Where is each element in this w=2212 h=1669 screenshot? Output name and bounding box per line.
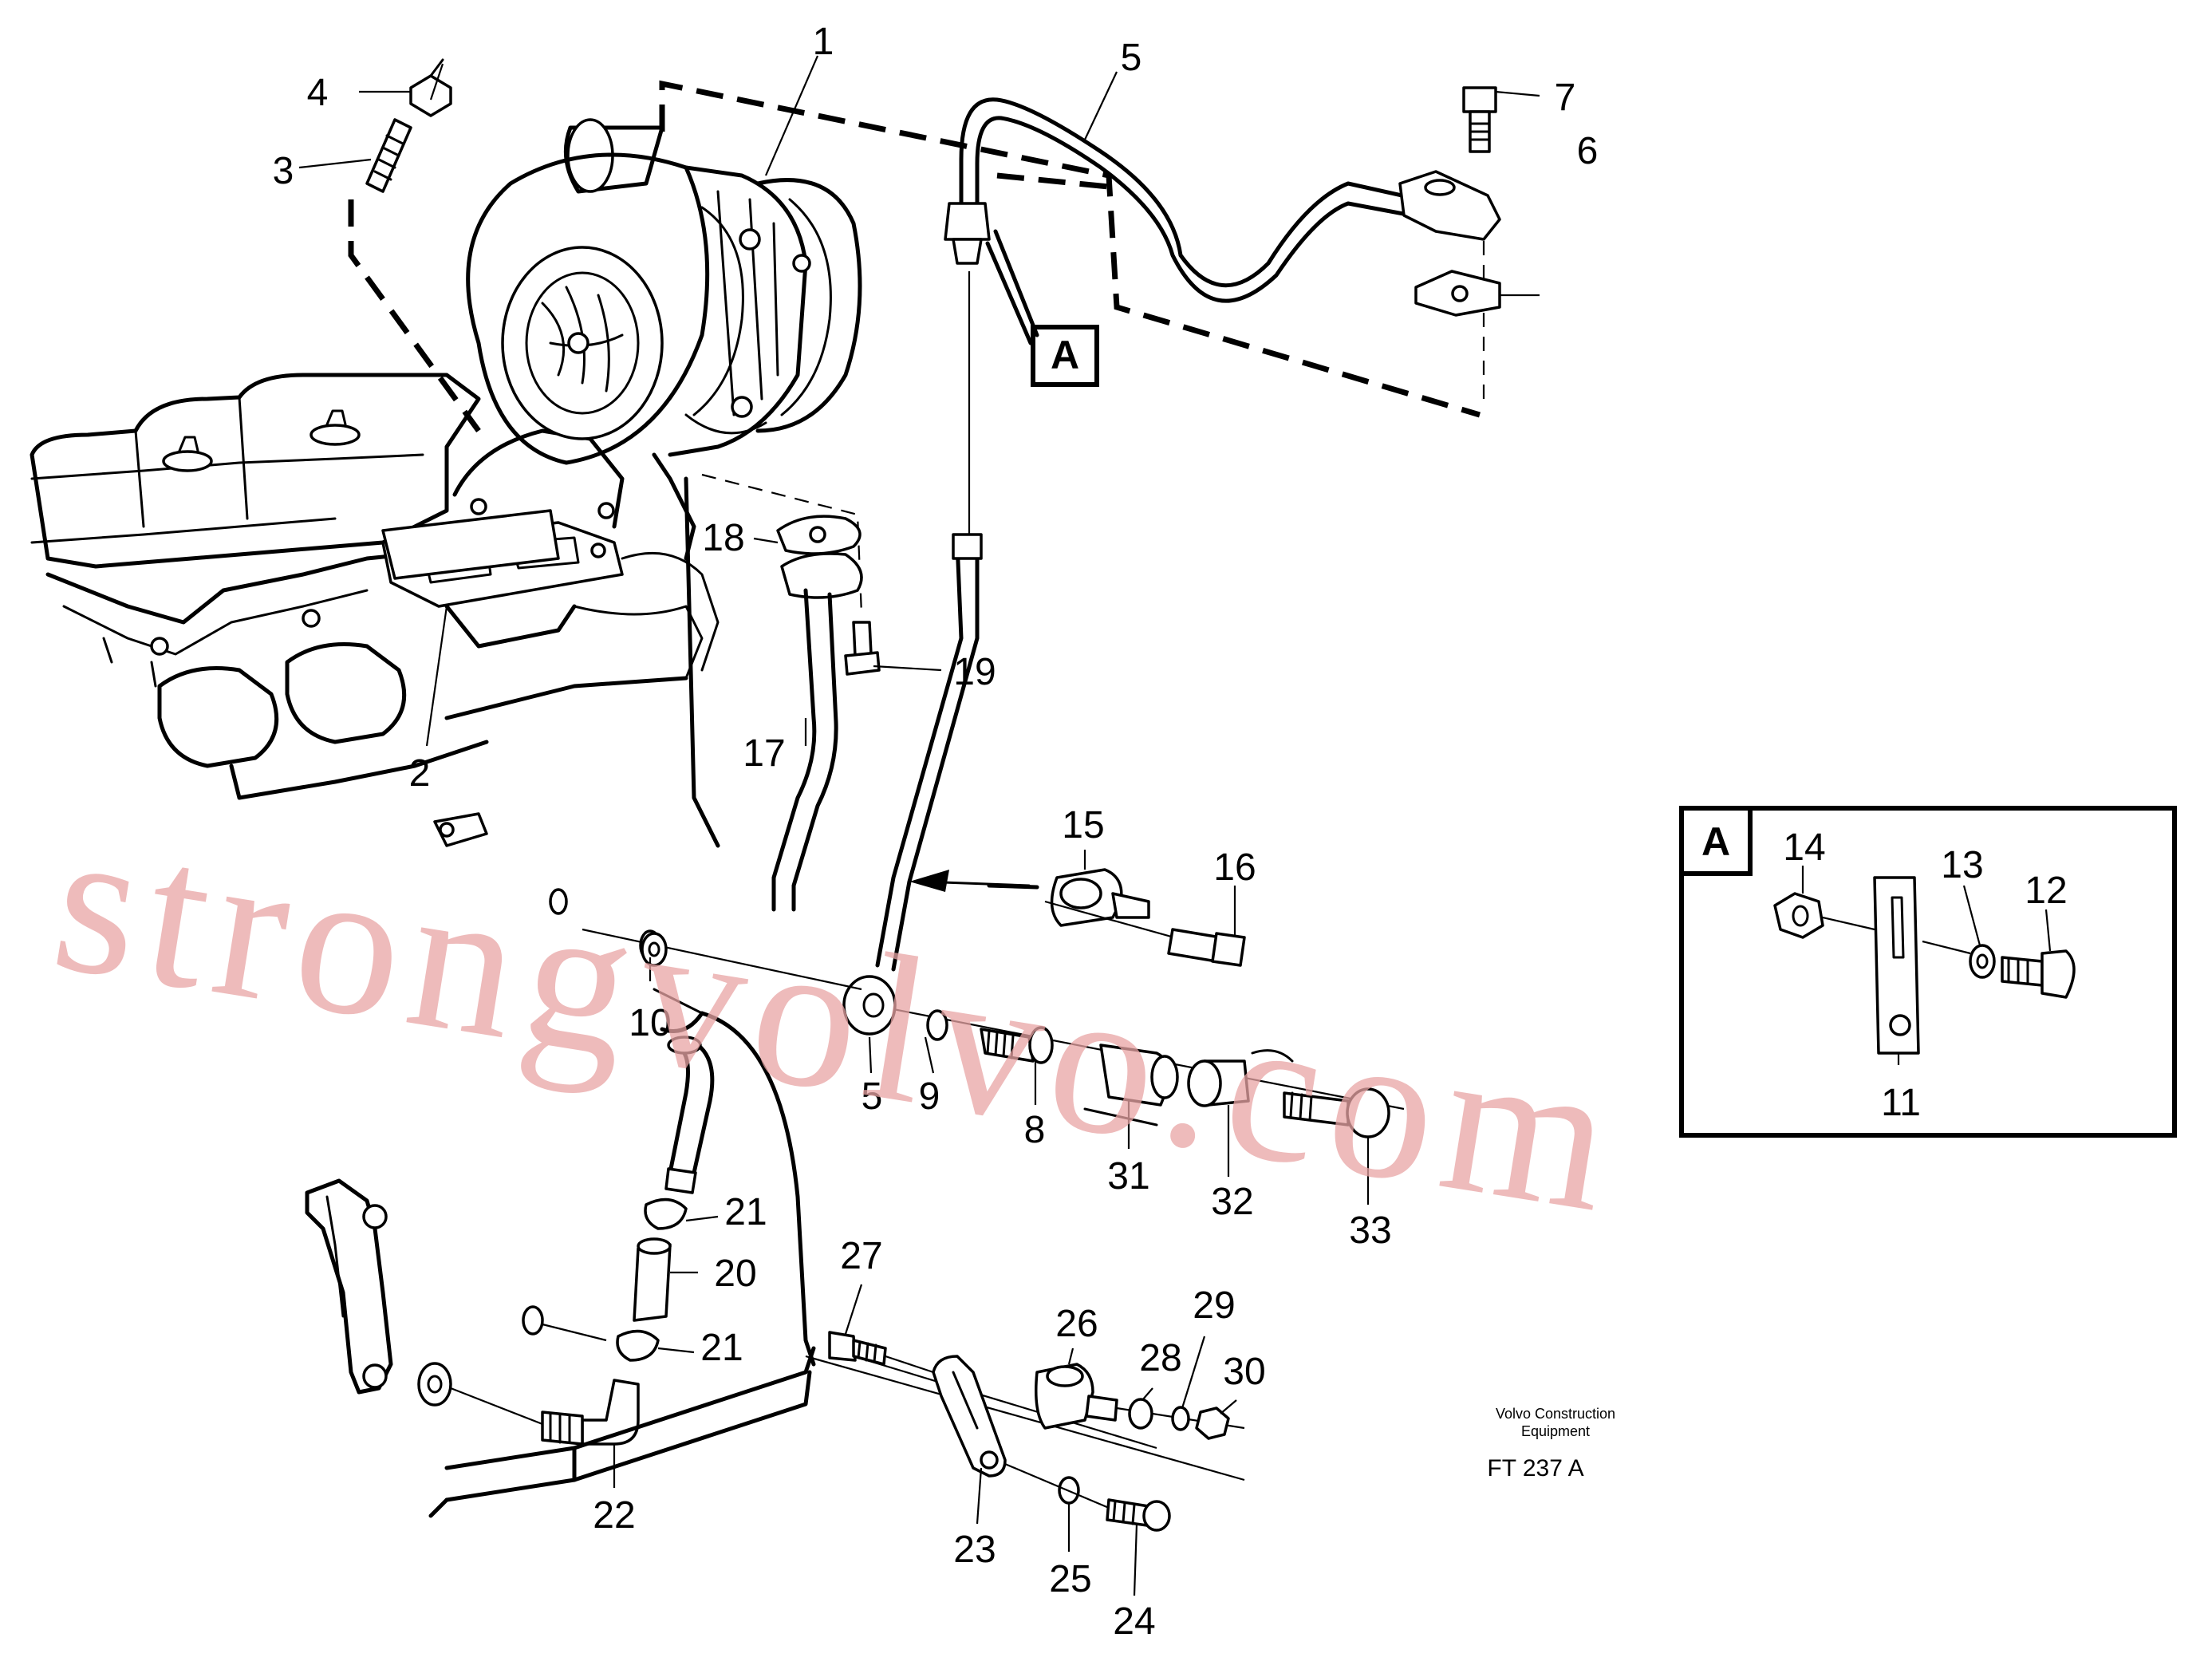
lever-bracket-left bbox=[305, 1178, 393, 1395]
callout-label: 5 bbox=[862, 1075, 883, 1118]
manifold-gasket bbox=[381, 509, 560, 580]
callout-label: 20 bbox=[714, 1253, 756, 1295]
callout-label: 22 bbox=[593, 1494, 635, 1537]
footer-credit: Volvo Construction Equipment FT 237 A bbox=[1487, 1406, 1615, 1482]
callout-label: 23 bbox=[953, 1529, 996, 1571]
callout-label: 21 bbox=[700, 1327, 743, 1369]
detail-callout-label: 14 bbox=[1783, 827, 1825, 869]
callout-label: 7 bbox=[1555, 77, 1576, 119]
figure-code: FT 237 A bbox=[1487, 1455, 1583, 1482]
detail-box-title: A bbox=[1701, 819, 1730, 864]
callout-label: 16 bbox=[1213, 846, 1256, 889]
callout-label: 4 bbox=[307, 72, 329, 114]
oil-feed-pipe bbox=[944, 97, 1501, 543]
callout-label: 21 bbox=[724, 1191, 767, 1233]
callout-label: 29 bbox=[1193, 1284, 1235, 1327]
callout-label: 32 bbox=[1211, 1181, 1253, 1223]
hose-and-bracket bbox=[417, 988, 816, 1518]
gasket-6 bbox=[1414, 270, 1540, 317]
callout-label: 17 bbox=[743, 732, 785, 775]
callout-label: 1 bbox=[813, 21, 834, 63]
oil-return-pipe bbox=[771, 515, 881, 912]
detail-callout-label: 12 bbox=[2025, 870, 2067, 912]
lever-shaft-assembly bbox=[549, 888, 1405, 1138]
callout-label: 19 bbox=[953, 651, 996, 693]
callout-label: 18 bbox=[702, 517, 744, 559]
callout-label: 3 bbox=[273, 150, 294, 192]
callout-label: 10 bbox=[629, 1002, 671, 1044]
callout-label: 26 bbox=[1055, 1303, 1098, 1345]
detail-callout-label: 13 bbox=[1941, 844, 1983, 886]
detail-callout-label: 11 bbox=[1881, 1082, 1921, 1124]
callout-label: 31 bbox=[1107, 1155, 1149, 1197]
detail-reference: A bbox=[985, 229, 1099, 387]
manufacturer-line-2: Equipment bbox=[1521, 1423, 1590, 1439]
callout-label: 8 bbox=[1024, 1109, 1046, 1151]
stud-and-nut bbox=[365, 58, 452, 193]
callout-label: 24 bbox=[1113, 1600, 1155, 1643]
callout-label: 27 bbox=[840, 1235, 882, 1277]
watermark: strongvolvo.com bbox=[41, 782, 1635, 1257]
bolt-7 bbox=[1462, 86, 1540, 153]
callout-leaders bbox=[298, 55, 2052, 1596]
callout-label: 9 bbox=[919, 1075, 940, 1118]
callout-label: 33 bbox=[1349, 1209, 1391, 1252]
callout-label: 25 bbox=[1049, 1558, 1091, 1600]
callout-label: 28 bbox=[1139, 1337, 1181, 1379]
callout-label: 30 bbox=[1223, 1351, 1265, 1393]
callout-label: 2 bbox=[409, 752, 431, 795]
detail-ref-label: A bbox=[1051, 333, 1079, 377]
callout-label: 6 bbox=[1577, 130, 1599, 172]
callout-label: 15 bbox=[1062, 804, 1104, 846]
oil-tube-lower bbox=[842, 533, 1039, 1036]
manufacturer-line-1: Volvo Construction bbox=[1496, 1406, 1615, 1422]
callout-label: 5 bbox=[1121, 37, 1142, 79]
callout-labels: 1 2 3 4 5 6 7 18 19 17 15 16 10 5 9 8 31… bbox=[273, 21, 2068, 1643]
throttle-linkage bbox=[805, 1331, 1245, 1532]
detail-box-a: A bbox=[1679, 806, 2177, 1138]
banjo-fitting-15 bbox=[1044, 850, 1246, 967]
turbocharger bbox=[466, 118, 862, 561]
